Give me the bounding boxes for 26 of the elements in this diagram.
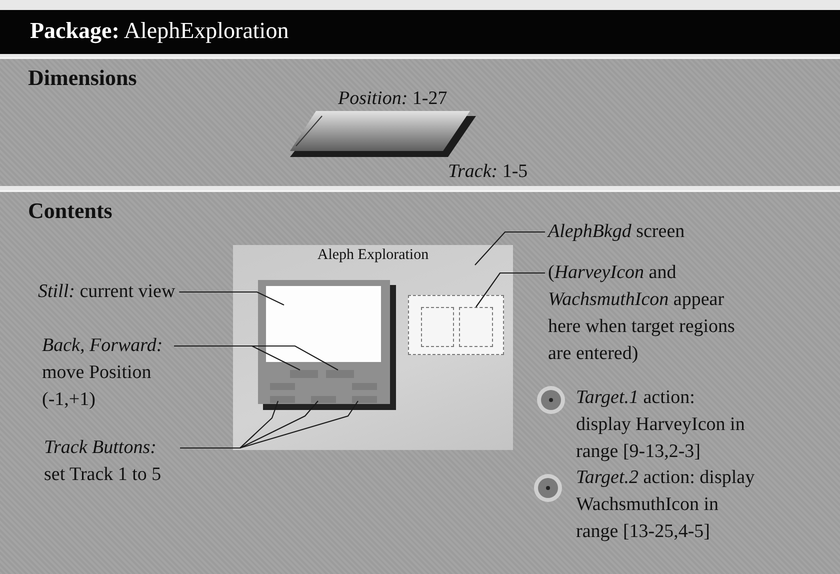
leader-line <box>474 231 545 266</box>
callout-text: Back, Forward: move Position (-1,+1) <box>42 334 164 412</box>
track-button-shape <box>352 396 377 403</box>
package-title: Package: AlephExploration <box>30 18 289 44</box>
screen-panel <box>233 245 513 450</box>
callout-text: Still: current view <box>38 280 176 304</box>
callout-text: AlephBkgd screen <box>548 220 685 244</box>
track-button-shape <box>270 396 295 403</box>
section-heading: Contents <box>28 198 112 224</box>
leader-line <box>179 291 284 306</box>
still-view-area <box>266 286 381 362</box>
icon-slot-dashed-area <box>421 307 454 347</box>
icon-slot-dashed-area <box>459 307 493 347</box>
icon-region-dashed-area <box>408 295 504 355</box>
annotation-text: Track: 1-5 <box>448 160 529 184</box>
back-button-shape <box>290 370 318 378</box>
section-band <box>0 57 840 186</box>
track-button-shape <box>311 396 336 403</box>
callout-text: (HarveyIcon and WachsmuthIcon appear here when target regions are entered) <box>548 261 736 366</box>
section-heading: Dimensions <box>28 65 137 91</box>
annotation-text: Target.2 action: display WachsmuthIcon in range [13-25,4-5] <box>576 466 756 544</box>
forward-button-shape <box>326 370 354 378</box>
annotation-text: Position: 1-27 <box>338 87 448 111</box>
section-band <box>0 190 840 574</box>
callout-text: Track Buttons: set Track 1 to 5 <box>44 436 162 487</box>
screen-title: Aleph Exploration <box>316 247 430 264</box>
